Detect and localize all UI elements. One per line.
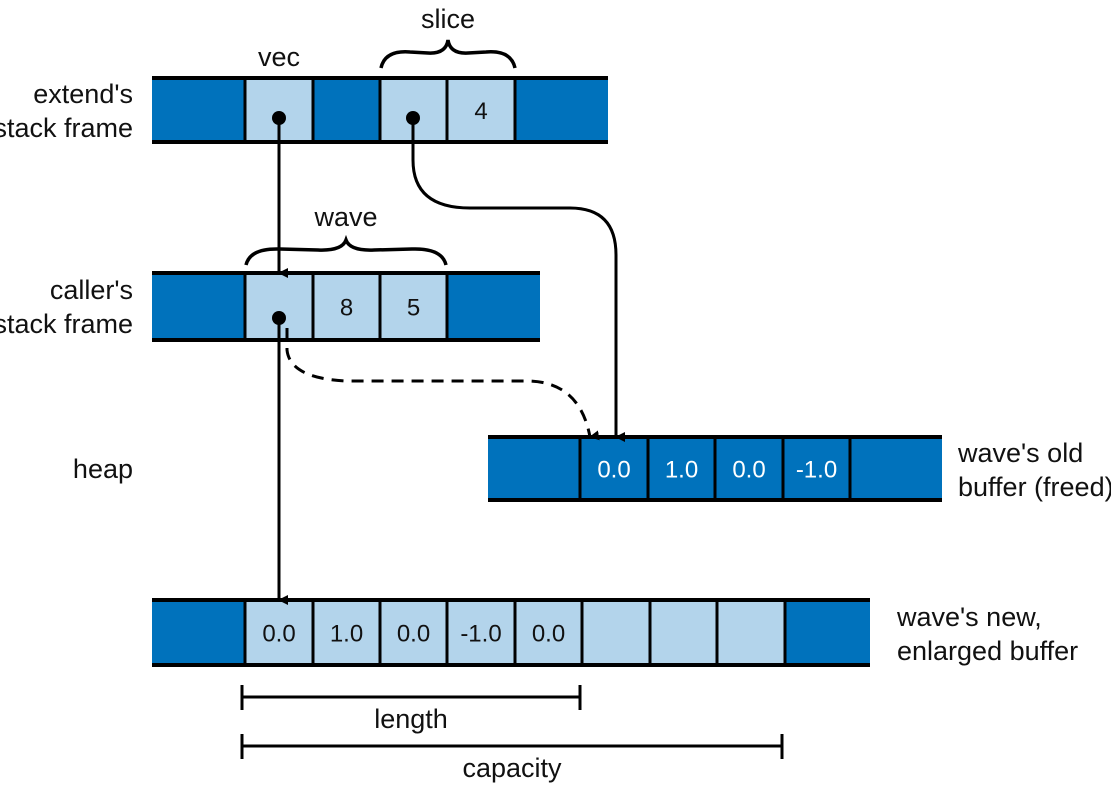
extend-stack-frame: 4 xyxy=(152,76,608,144)
memory-cell-value: -1.0 xyxy=(460,621,501,648)
memory-cell xyxy=(515,600,582,665)
memory-cell-value: 1.0 xyxy=(330,621,363,648)
capacity-label: capacity xyxy=(462,753,562,783)
length-label: length xyxy=(374,704,448,734)
memory-cell xyxy=(447,78,515,142)
memory-cell xyxy=(580,437,648,500)
old-buffer-label-2: buffer (freed) xyxy=(958,472,1111,502)
memory-cell xyxy=(380,600,447,665)
memory-cell xyxy=(785,600,870,665)
memory-cell-value: 0.0 xyxy=(597,457,630,484)
memory-cell xyxy=(582,600,650,665)
memory-cell-value: 0.0 xyxy=(532,621,565,648)
slice-pointer-dot xyxy=(406,111,420,125)
memory-cell xyxy=(245,600,313,665)
memory-cell xyxy=(783,437,850,500)
extend-frame-label-1: extend's xyxy=(33,79,133,109)
capacity-bar xyxy=(240,734,784,759)
heap-label: heap xyxy=(73,454,133,484)
memory-cell xyxy=(717,600,785,665)
memory-cell xyxy=(152,78,245,142)
memory-cell xyxy=(152,273,245,340)
memory-cell-value: 5 xyxy=(407,295,420,322)
wave-label: wave xyxy=(313,202,377,232)
wave-brace xyxy=(244,234,448,266)
slice-pointer-arrow xyxy=(411,118,625,442)
new-buffer-label-2: enlarged buffer xyxy=(897,636,1078,666)
length-bar xyxy=(240,685,582,710)
extend-frame-label-2: stack frame xyxy=(0,113,133,143)
memory-cell-value: -1.0 xyxy=(796,457,837,484)
old-heap-buffer: 0.0 1.0 0.0 -1.0 xyxy=(488,435,942,502)
memory-cell xyxy=(515,78,608,142)
slice-label: slice xyxy=(421,4,475,34)
memory-cell-value: 0.0 xyxy=(732,457,765,484)
new-heap-buffer: 0.0 1.0 0.0 -1.0 0.0 xyxy=(152,598,870,667)
memory-cell xyxy=(850,437,942,500)
wave-pointer-dot xyxy=(272,311,286,325)
memory-cell xyxy=(313,273,380,340)
wave-old-pointer-dashed-arrow xyxy=(285,328,600,441)
memory-cell-value: 0.0 xyxy=(397,621,430,648)
memory-cell xyxy=(648,437,715,500)
memory-cell xyxy=(380,273,447,340)
slice-brace xyxy=(379,39,517,69)
memory-cell xyxy=(447,600,515,665)
memory-cell-value: 0.0 xyxy=(262,621,295,648)
memory-cell-value: 8 xyxy=(340,295,353,322)
memory-cell xyxy=(447,273,540,340)
memory-cell-value: 1.0 xyxy=(665,457,698,484)
memory-cell xyxy=(313,600,380,665)
caller-frame-label-2: stack frame xyxy=(0,309,133,339)
caller-frame-label-1: caller's xyxy=(50,275,133,305)
memory-cell xyxy=(650,600,717,665)
memory-cell-value: 4 xyxy=(474,98,487,125)
vec-pointer-dot xyxy=(272,111,286,125)
memory-cell xyxy=(152,600,245,665)
memory-cell xyxy=(715,437,783,500)
new-buffer-label-1: wave's new, xyxy=(896,602,1042,632)
vec-label: vec xyxy=(258,42,300,72)
old-buffer-label-1: wave's old xyxy=(957,438,1083,468)
memory-cell xyxy=(313,78,380,142)
memory-cell xyxy=(488,437,580,500)
